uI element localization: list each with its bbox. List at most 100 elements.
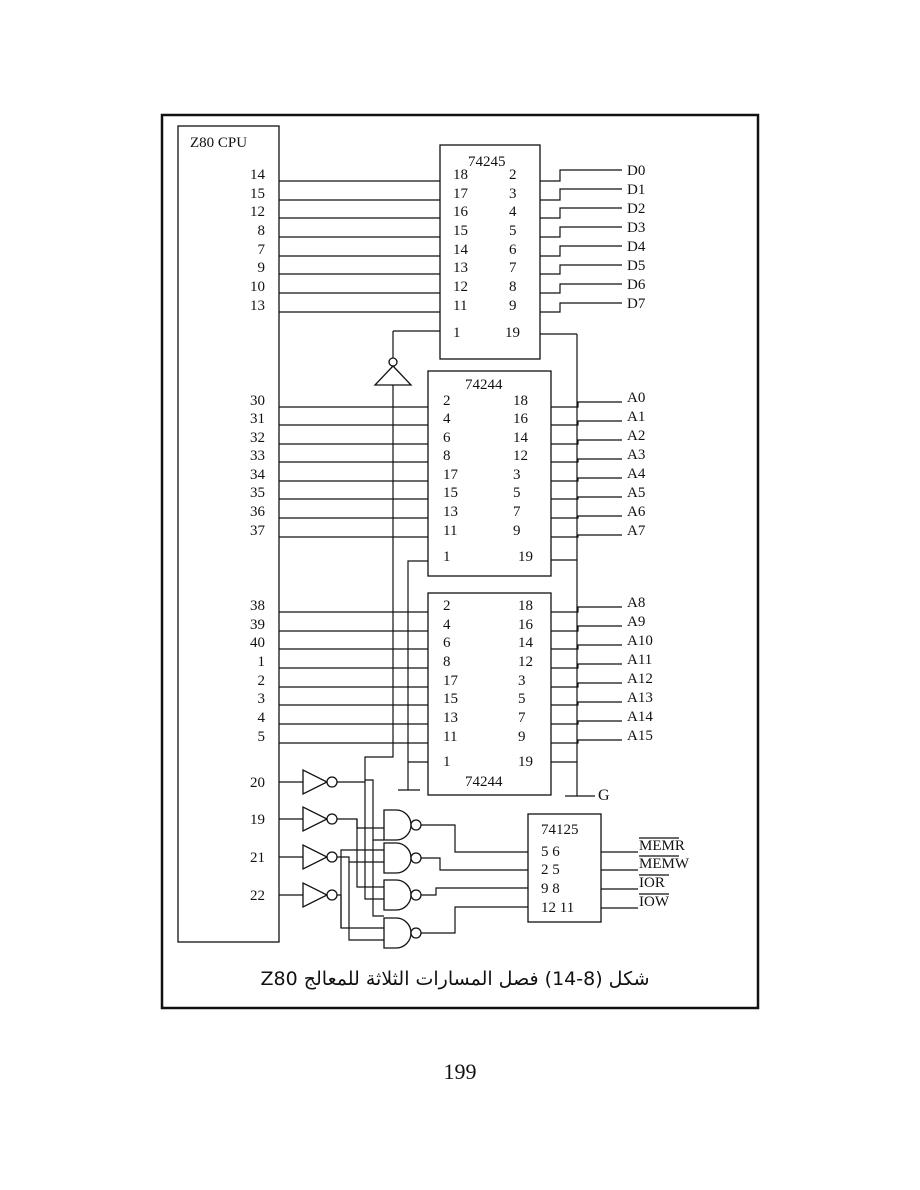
nand-gate-icon [383, 809, 412, 841]
control-wire [365, 779, 384, 841]
cpu-label: Z80 CPU [190, 135, 247, 151]
data-output-label: D5 [627, 258, 645, 274]
control-wire [348, 862, 384, 941]
chip-74244-a-left-pin: 11 [443, 523, 457, 539]
data-output-label: D4 [627, 239, 646, 255]
chip-74244-a-right-pin: 7 [513, 504, 521, 520]
chip-74245-right-pin: 3 [509, 186, 517, 202]
chip-74244-a-right-pin: 3 [513, 467, 521, 483]
address-output-wire [551, 701, 622, 706]
data-output-label: D2 [627, 201, 645, 217]
chip-74245-left-pin: 16 [453, 204, 469, 220]
address-output-wire [551, 515, 622, 519]
chip-74244-a-box [427, 370, 552, 577]
cpu-pin-label: 22 [250, 888, 265, 904]
chip-74244-b-left-pin: 8 [443, 654, 451, 670]
chip-74244-b-right-pin: 18 [518, 598, 533, 614]
direction-wire [364, 385, 394, 780]
cpu-pin-label: 14 [250, 167, 266, 183]
chip-74244-b-right-pin: 7 [518, 710, 526, 726]
data-output-wire [540, 264, 622, 275]
cpu-pin-label: 7 [258, 242, 266, 258]
control-output-label: MEMR [639, 838, 685, 854]
chip-74244-b-box [427, 592, 552, 796]
address-output-label: A10 [627, 633, 653, 649]
chip-74245-right-pin: 2 [509, 167, 517, 183]
chip-74125-pin-row: 12 11 [541, 900, 574, 916]
address-output-label: A1 [627, 409, 645, 425]
chip-74245-right-pin: 4 [509, 204, 517, 220]
chip-74245-right-pin: 6 [509, 242, 517, 258]
figure-frame [160, 113, 760, 1010]
cpu-pin-label: 10 [250, 279, 265, 295]
address-output-wire [551, 534, 622, 538]
cpu-pin-label: 19 [250, 812, 265, 828]
inversion-bubble-icon [410, 927, 422, 939]
inversion-bubble-icon [326, 851, 338, 863]
inversion-bubble-icon [388, 357, 398, 367]
address-output-wire [551, 663, 622, 669]
address-output-wire [551, 644, 622, 650]
cpu-pin-label: 36 [250, 504, 266, 520]
control-wire [337, 818, 384, 829]
address-output-wire [551, 720, 622, 725]
data-output-label: D7 [627, 296, 646, 312]
cpu-pin-label: 2 [258, 673, 266, 689]
address-output-label: A4 [627, 466, 646, 482]
data-output-label: D3 [627, 220, 645, 236]
chip-74244-b-left-pin: 17 [443, 673, 459, 689]
chip-74244-b-right-pin: 5 [518, 691, 526, 707]
data-output-label: D1 [627, 182, 645, 198]
chip-74125-pin-row: 5 6 [541, 844, 560, 860]
data-output-wire [540, 245, 622, 257]
chip-74244-a-label: 74244 [465, 377, 503, 393]
chip-74245-left-pin: 1 [453, 325, 461, 341]
address-output-label: A11 [627, 652, 652, 668]
chip-74244-a-right-pin: 5 [513, 485, 521, 501]
chip-74125-pin-row: 2 5 [541, 862, 560, 878]
chip-74245-left-pin: 17 [453, 186, 469, 202]
chip-74244-b-right-pin: 16 [518, 617, 534, 633]
chip-74244-a-left-pin: 2 [443, 393, 451, 409]
address-output-label: A13 [627, 690, 653, 706]
cpu-pin-label: 31 [250, 411, 265, 427]
control-output-label: IOW [639, 894, 670, 910]
chip-74244-b-left-pin: 4 [443, 617, 451, 633]
chip-74244-a-right-pin: 16 [513, 411, 529, 427]
control-wire [340, 849, 384, 928]
enable-wire [407, 560, 428, 790]
control-output-label: IOR [639, 875, 665, 891]
chip-74244-a-left-pin: 6 [443, 430, 451, 446]
cpu-pin-label: 13 [250, 298, 265, 314]
cpu-pin-label: 8 [258, 223, 266, 239]
address-output-wire [551, 606, 622, 613]
address-output-wire [551, 420, 622, 426]
chip-74244-b-left-pin: 13 [443, 710, 458, 726]
chip-74244-a-right-pin: 14 [513, 430, 529, 446]
chip-74245-right-pin: 7 [509, 260, 517, 276]
chip-74244-a-right-pin: 19 [518, 549, 533, 565]
chip-74244-a-left-pin: 13 [443, 504, 458, 520]
address-output-label: A15 [627, 728, 653, 744]
chip-74244-a-right-pin: 12 [513, 448, 528, 464]
nand-output-wire [421, 824, 528, 853]
data-output-label: D0 [627, 163, 645, 179]
cpu-pin-label: 9 [258, 260, 266, 276]
nand-output-wire [421, 906, 528, 934]
chip-74244-b-right-pin: 19 [518, 754, 533, 770]
address-output-label: A0 [627, 390, 645, 406]
chip-74125-pin-row: 9 8 [541, 881, 560, 897]
buffer-gate-icon [373, 365, 413, 386]
cpu-pin-label: 34 [250, 467, 266, 483]
chip-74244-a-right-pin: 9 [513, 523, 521, 539]
nand-output-wire [421, 857, 528, 871]
chip-74244-b-right-pin: 14 [518, 635, 534, 651]
chip-74245-left-pin: 11 [453, 298, 467, 314]
logic-gates [302, 357, 422, 949]
address-output-label: A6 [627, 504, 646, 520]
cpu-pin-label: 20 [250, 775, 265, 791]
chip-74245-label: 74245 [468, 154, 506, 170]
data-output-wire [540, 169, 622, 182]
